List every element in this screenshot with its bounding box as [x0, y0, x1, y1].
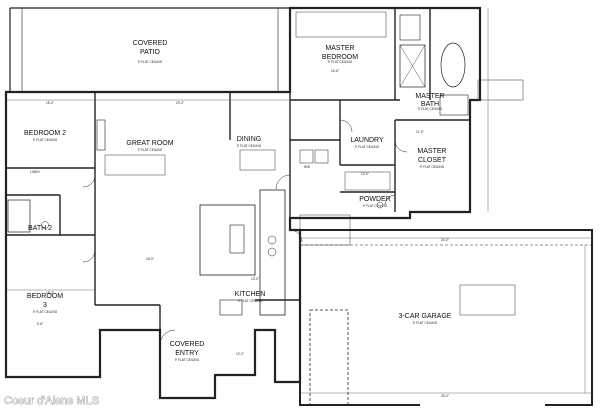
room-dining: DINING: [237, 136, 262, 143]
shower: [399, 44, 426, 88]
room-master-bath-l2: BATH: [421, 101, 439, 108]
room-3-car-garage: 3-CAR GARAGE: [399, 313, 452, 320]
garage-outline: [299, 229, 593, 406]
door-swings: [82, 119, 408, 346]
kitchen-counter: [259, 189, 286, 316]
patio-outline: [9, 7, 290, 92]
room-covered-patio-l1: COVERED: [133, 40, 168, 47]
ceiling-great-room: 9' FLAT CEILING: [138, 148, 163, 152]
room-master-closet-l2: CLOSET: [418, 157, 447, 164]
fireplace: [96, 119, 106, 151]
pantry: [219, 299, 243, 316]
bath2-tub: [7, 199, 31, 233]
dimension-lines: [6, 8, 592, 394]
label-linen: LINEN: [30, 170, 40, 174]
room-bedroom-3: BEDROOM 3: [27, 293, 63, 309]
ceiling-covered-entry: 9' FLAT CEILING: [175, 358, 200, 362]
dim-10: 9'-6": [37, 322, 43, 326]
bathtub: [440, 42, 466, 88]
room-laundry: LAUNDRY: [350, 137, 384, 144]
interior-walls: [6, 8, 470, 330]
room-powder: POWDER: [359, 196, 391, 203]
ceiling-laundry: 9' FLAT CEILING: [355, 145, 380, 149]
room-labels: COVERED PATIO 9' FLAT CEILING MASTER BEDRO…: [24, 40, 452, 362]
dimension-text: 15'-0" 20'-0" 18'-0" 24'-0" 30'-0" 16'-0…: [37, 69, 449, 398]
ceiling-3-car-garage: 9' FLAT CEILING: [413, 321, 438, 325]
range: [229, 224, 245, 254]
room-master-bath-l1: MASTER: [415, 93, 444, 100]
room-kitchen: KITCHEN: [235, 291, 266, 298]
ceiling-covered-patio: 9' FLAT CEILING: [138, 60, 163, 64]
ceiling-kitchen: 9' FLAT CEILING: [238, 299, 263, 303]
dim-5: 30'-0": [441, 394, 449, 398]
room-bedroom-3-l1: BEDROOM: [27, 293, 63, 300]
room-covered-patio-l2: PATIO: [140, 49, 161, 56]
dim-8: 14'-6": [331, 69, 339, 73]
room-master-bedroom-l1: MASTER: [325, 45, 354, 52]
dim-4: 24'-0": [441, 238, 449, 242]
dim-2: 20'-0": [176, 101, 184, 105]
room-bedroom-3-l2: 3: [43, 302, 47, 309]
dim-11: 12'-0": [361, 172, 369, 176]
dim-9: 11'-0": [416, 130, 424, 134]
dim-12: 10'-0": [236, 352, 244, 356]
ceiling-powder: 9' FLAT CEILING: [363, 204, 388, 208]
ceiling-master-bedroom: 9' FLAT CEILING: [328, 60, 353, 64]
ceiling-dining: 9' FLAT CEILING: [237, 144, 262, 148]
vanity: [439, 94, 469, 116]
garage-door-2: [309, 309, 349, 406]
ceiling-master-bath: 9' FLAT CEILING: [418, 107, 443, 111]
room-covered-patio: COVERED PATIO: [133, 40, 168, 56]
watermark: Coeur d'Alene MLS: [4, 395, 99, 407]
ceiling-bedroom-3: 9' FLAT CEILING: [33, 310, 58, 314]
room-master-closet-l1: MASTER: [417, 148, 446, 155]
room-covered-entry: COVERED ENTRY: [170, 341, 205, 357]
room-master-bedroom-l2: BEDROOM: [322, 54, 358, 61]
dim-1: 15'-0": [46, 101, 54, 105]
room-bath-2: BATH 2: [28, 225, 52, 232]
note-boxes: [104, 11, 524, 316]
label-w-d: W/D: [304, 165, 311, 169]
kitchen-island: [199, 204, 256, 276]
room-master-closet: MASTER CLOSET: [417, 148, 446, 164]
room-covered-entry-l2: ENTRY: [175, 350, 199, 357]
dim-6: 16'-0": [146, 257, 154, 261]
room-covered-entry-l1: COVERED: [170, 341, 205, 348]
dim-3: 18'-0": [46, 291, 54, 295]
room-bedroom-2: BEDROOM 2: [24, 130, 66, 137]
ceiling-master-closet: 9' FLAT CEILING: [420, 165, 445, 169]
room-master-bedroom: MASTER BEDROOM: [322, 45, 358, 61]
room-great-room: GREAT ROOM: [126, 140, 173, 147]
dim-7: 13'-0": [251, 277, 259, 281]
ceiling-bedroom-2: 9' FLAT CEILING: [33, 138, 58, 142]
